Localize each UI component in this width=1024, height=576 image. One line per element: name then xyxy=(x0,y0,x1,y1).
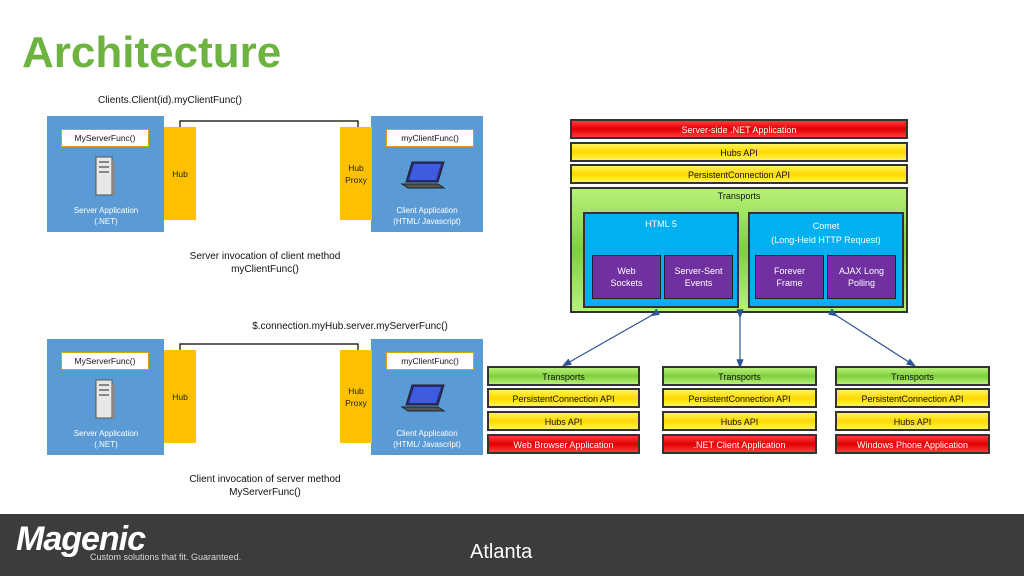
server-func-label: MyServerFunc() xyxy=(61,352,149,370)
server-persistent-connection-bar: PersistentConnection API xyxy=(570,164,908,184)
laptop-icon xyxy=(400,161,446,189)
bottom-call-label: $.connection.myHub.server.myServerFunc() xyxy=(252,321,448,332)
hub-proxy-block: Hub Proxy xyxy=(340,127,372,220)
client-func-label: myClientFunc() xyxy=(386,352,474,370)
client-hubs-api-bar: Hubs API xyxy=(487,411,640,431)
server-app-bar: Server-side .NET Application xyxy=(570,119,908,139)
slide-title: Architecture xyxy=(22,28,282,77)
magenic-logo: Magenic xyxy=(16,520,146,558)
client-connection-arrows xyxy=(561,308,917,369)
footer-bar xyxy=(0,514,1024,576)
server-app-label: Server Application (.NET) xyxy=(73,429,139,449)
client-app-bar: Windows Phone Application xyxy=(835,434,990,454)
server-app-label: Server Application (.NET) xyxy=(73,206,139,226)
websockets-box: Web Sockets xyxy=(592,255,661,299)
forever-frame-box: Forever Frame xyxy=(755,255,824,299)
hub-proxy-block: Hub Proxy xyxy=(340,350,372,443)
top-caption: Server invocation of client method myCli… xyxy=(189,251,341,275)
client-hubs-api-bar: Hubs API xyxy=(835,411,990,431)
client-transports-bar: Transports xyxy=(662,366,817,386)
hub-block: Hub xyxy=(164,350,196,443)
server-icon xyxy=(95,156,115,196)
client-app-label: Client Application (HTML/ Javascript) xyxy=(393,429,461,449)
server-transports-label: Transports xyxy=(717,191,761,201)
server-icon xyxy=(95,379,115,419)
server-func-label: MyServerFunc() xyxy=(61,129,149,147)
server-hubs-api-bar: Hubs API xyxy=(570,142,908,162)
client-app-label: Client Application (HTML/ Javascript) xyxy=(393,206,461,226)
tagline: Custom solutions that fit. Guaranteed. xyxy=(90,552,242,562)
client-transports-bar: Transports xyxy=(835,366,990,386)
city-label: Atlanta xyxy=(470,541,533,563)
client-func-label: myClientFunc() xyxy=(386,129,474,147)
top-call-label: Clients.Client(id).myClientFunc() xyxy=(98,95,242,106)
client-app-bar: Web Browser Application xyxy=(487,434,640,454)
ajax-long-polling-box: AJAX Long Polling xyxy=(827,255,896,299)
client-hubs-api-bar: Hubs API xyxy=(662,411,817,431)
client-transports-bar: Transports xyxy=(487,366,640,386)
hub-block: Hub xyxy=(164,127,196,220)
client-persistent-connection-bar: PersistentConnection API xyxy=(835,388,990,408)
bottom-caption: Client invocation of server method MySer… xyxy=(189,474,341,498)
client-persistent-connection-bar: PersistentConnection API xyxy=(662,388,817,408)
comet-label: Comet (Long-Held HTTP Request) xyxy=(771,221,881,245)
client-app-bar: .NET Client Application xyxy=(662,434,817,454)
server-sent-events-box: Server-Sent Events xyxy=(664,255,733,299)
client-persistent-connection-bar: PersistentConnection API xyxy=(487,388,640,408)
laptop-icon xyxy=(400,384,446,412)
html5-label: HTML 5 xyxy=(645,219,677,229)
